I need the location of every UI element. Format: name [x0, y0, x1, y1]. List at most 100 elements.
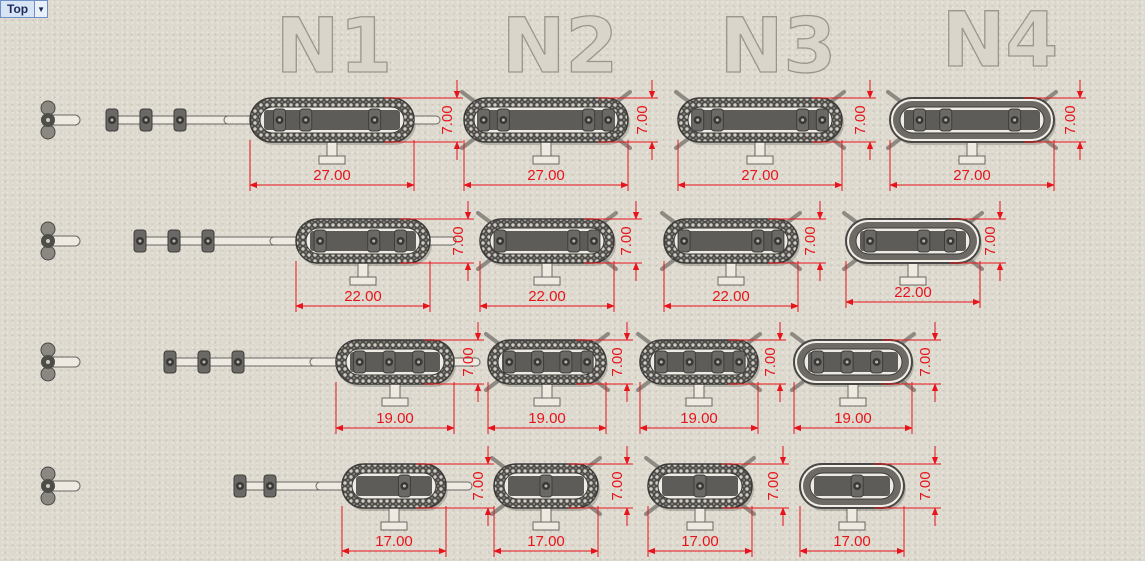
dimension-value: 7.00 [917, 471, 934, 500]
dimension-value: 27.00 [741, 167, 779, 184]
screw-center [944, 118, 948, 122]
side-clip [40, 466, 81, 506]
screw-center [875, 360, 879, 364]
stem-foot [717, 276, 745, 286]
slot-bar [264, 110, 400, 130]
screw-center [716, 360, 720, 364]
screw-center [820, 118, 824, 122]
stem-foot [686, 521, 714, 531]
screw-center [816, 360, 820, 364]
dimension-value: 17.00 [681, 533, 719, 550]
tray-part [674, 90, 846, 165]
screw-center [417, 360, 421, 364]
screw-center [606, 118, 610, 122]
triangle-down-icon[interactable]: ▼ [34, 1, 48, 17]
loose-clips [233, 474, 325, 498]
screw-center [776, 239, 780, 243]
dimension-value: 27.00 [313, 167, 351, 184]
screw-center [756, 239, 760, 243]
dimension-value: 7.00 [762, 347, 779, 376]
slot-bar [356, 476, 432, 496]
dimension-value: 19.00 [834, 410, 872, 427]
dimension-value: 7.00 [852, 105, 869, 134]
column-title: N4 [942, 0, 1059, 84]
screw-center [172, 239, 176, 243]
dimension-value: 17.00 [527, 533, 565, 550]
screw-center [659, 360, 663, 364]
dimension-value: 7.00 [765, 471, 782, 500]
column-titles: N1 N2 N3 N4 [275, 0, 1059, 91]
screw-center [482, 118, 486, 122]
tray-part [842, 211, 984, 286]
screw-center [501, 118, 505, 122]
screw-center [572, 239, 576, 243]
screw-center [110, 118, 114, 122]
side-clip [40, 100, 81, 140]
side-clip [40, 342, 81, 382]
screw-center [202, 360, 206, 364]
tray-part [790, 332, 916, 407]
slot-bar [692, 110, 828, 130]
clip-ring [40, 342, 56, 358]
clip-ring [40, 100, 56, 116]
dimension-value: 7.00 [609, 347, 626, 376]
tray-part [309, 339, 481, 407]
screw-center [536, 360, 540, 364]
dimension-value: 22.00 [528, 288, 566, 305]
screw-center [737, 360, 741, 364]
column-title: N2 [502, 1, 619, 90]
clip-center [46, 484, 50, 488]
screw-center [949, 239, 953, 243]
clip-ring [40, 245, 56, 261]
view-label[interactable]: Top ▼ [0, 0, 49, 18]
screw-center [544, 484, 548, 488]
screw-center [178, 118, 182, 122]
stem-foot [839, 397, 867, 407]
slot-bar [860, 231, 966, 251]
column-title: N1 [276, 1, 393, 90]
clip-ring [40, 466, 56, 482]
screw-center [278, 118, 282, 122]
dimension-value: 7.00 [802, 226, 819, 255]
screw-center [845, 360, 849, 364]
dimension-value: 7.00 [609, 471, 626, 500]
screw-center [387, 360, 391, 364]
screw-center [238, 484, 242, 488]
stem-foot [533, 276, 561, 286]
clip-center [46, 239, 50, 243]
dimension-value: 19.00 [376, 410, 414, 427]
screw-center [688, 360, 692, 364]
slot-bar [478, 110, 614, 130]
tray-part [644, 456, 756, 531]
screw-center [236, 360, 240, 364]
tray-part [484, 332, 610, 407]
screw-center [498, 239, 502, 243]
dimension-value: 19.00 [680, 410, 718, 427]
screw-center [587, 118, 591, 122]
screw-center [801, 118, 805, 122]
tray-part [223, 97, 441, 165]
tray-part [799, 463, 906, 531]
dimension-value: 7.00 [618, 226, 635, 255]
side-clip [40, 221, 81, 261]
stem-foot [958, 155, 986, 165]
dimension-value: 27.00 [527, 167, 565, 184]
screw-center [144, 118, 148, 122]
screw-center [1013, 118, 1017, 122]
dimension-value: 7.00 [917, 347, 934, 376]
screw-center [206, 239, 210, 243]
screw-center [399, 239, 403, 243]
column-title: N3 [720, 1, 837, 90]
dimension-value: 7.00 [439, 105, 456, 134]
loose-clips [105, 108, 273, 132]
tray-part [315, 463, 473, 531]
screw-center [402, 484, 406, 488]
stem-foot [685, 397, 713, 407]
dimension-value: 7.00 [470, 471, 487, 500]
tray-part [490, 456, 602, 531]
view-name[interactable]: Top [7, 2, 29, 16]
parts-layer [40, 90, 1058, 531]
screw-center [855, 484, 859, 488]
